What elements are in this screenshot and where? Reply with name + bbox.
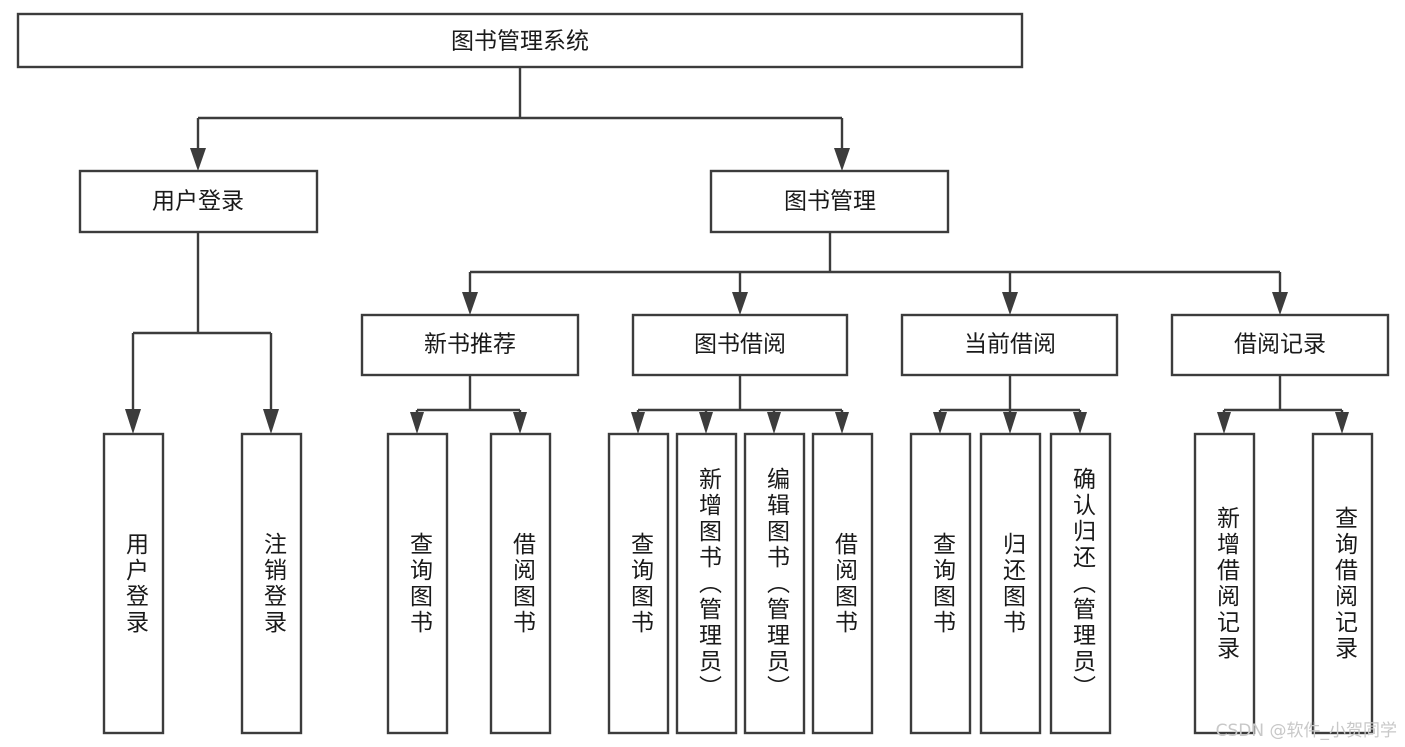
node-label-new-book-recommend: 新书推荐 [424, 332, 516, 358]
arrow-head-icon [767, 412, 781, 434]
node-leaf-edit-book[interactable]: 编辑图书（管理员） [743, 432, 806, 735]
arrow-head-icon [732, 292, 748, 315]
node-leaf-query-book[interactable]: 查询图书 [607, 432, 670, 735]
node-label-leaf-confirm-return: 确认归还（管理员） [1069, 467, 1097, 701]
connector-borrowrecord-to-leaves [1217, 375, 1349, 434]
arrow-head-icon [933, 412, 947, 434]
node-leaf-query-book-recommend[interactable]: 查询图书 [386, 432, 449, 735]
arrow-head-icon [125, 409, 141, 434]
node-leaf-add-book[interactable]: 新增图书（管理员） [675, 432, 738, 735]
node-new-book-recommend[interactable]: 新书推荐 [360, 313, 580, 377]
node-leaf-confirm-return[interactable]: 确认归还（管理员） [1049, 432, 1112, 735]
arrow-head-icon [699, 412, 713, 434]
node-root-system[interactable]: 图书管理系统 [16, 12, 1024, 69]
node-label-leaf-query-book-current: 查询图书 [929, 532, 957, 636]
arrow-head-icon [410, 412, 424, 434]
node-label-leaf-borrow-book: 借阅图书 [831, 532, 859, 636]
node-label-root: 图书管理系统 [451, 29, 589, 55]
node-label-user-login: 用户登录 [152, 189, 244, 215]
node-label-leaf-user-login: 用户登录 [122, 532, 150, 636]
connector-bookborrow-to-leaves [631, 375, 849, 434]
arrow-head-icon [631, 412, 645, 434]
node-label-leaf-query-book-recommend: 查询图书 [406, 532, 434, 636]
node-leaf-borrow-book-recommend[interactable]: 借阅图书 [489, 432, 552, 735]
connector-userlogin-to-leaves [125, 232, 279, 434]
arrow-head-icon [513, 412, 527, 434]
node-label-leaf-edit-book: 编辑图书（管理员） [763, 467, 791, 701]
node-label-leaf-logout: 注销登录 [260, 532, 288, 636]
node-leaf-return-book[interactable]: 归还图书 [979, 432, 1042, 735]
arrow-head-icon [462, 292, 478, 315]
arrow-head-icon [834, 148, 850, 171]
node-label-leaf-return-book: 归还图书 [999, 532, 1027, 636]
arrow-head-icon [1003, 412, 1017, 434]
node-borrow-record[interactable]: 借阅记录 [1170, 313, 1390, 377]
connector-newbook-to-leaves [410, 375, 527, 434]
node-label-leaf-add-borrow-record: 新增借阅记录 [1213, 506, 1241, 662]
connector-currentborrow-to-leaves [933, 375, 1087, 434]
node-leaf-logout[interactable]: 注销登录 [240, 432, 303, 735]
node-label-leaf-query-book: 查询图书 [627, 532, 655, 636]
connector-booksmgmt-to-level3 [462, 232, 1288, 315]
node-current-borrow[interactable]: 当前借阅 [900, 313, 1119, 377]
arrow-head-icon [1272, 292, 1288, 315]
node-label-current-borrow: 当前借阅 [964, 332, 1056, 358]
node-label-book-borrow: 图书借阅 [694, 332, 786, 358]
node-book-management[interactable]: 图书管理 [709, 169, 950, 234]
node-user-login[interactable]: 用户登录 [78, 169, 319, 234]
arrow-head-icon [263, 409, 279, 434]
connector-root-to-level2 [190, 67, 850, 171]
node-book-borrow[interactable]: 图书借阅 [631, 313, 849, 377]
node-leaf-borrow-book[interactable]: 借阅图书 [811, 432, 874, 735]
arrow-head-icon [1073, 412, 1087, 434]
arrow-head-icon [1335, 412, 1349, 434]
node-leaf-user-login[interactable]: 用户登录 [102, 432, 165, 735]
arrow-head-icon [1002, 292, 1018, 315]
arrow-head-icon [1217, 412, 1231, 434]
node-label-leaf-borrow-book-recommend: 借阅图书 [509, 532, 537, 636]
node-leaf-query-borrow-record[interactable]: 查询借阅记录 [1311, 432, 1374, 735]
node-leaf-query-book-current[interactable]: 查询图书 [909, 432, 972, 735]
node-label-book-management: 图书管理 [784, 189, 876, 215]
node-leaf-add-borrow-record[interactable]: 新增借阅记录 [1193, 432, 1256, 735]
arrow-head-icon [835, 412, 849, 434]
node-label-leaf-add-book: 新增图书（管理员） [695, 467, 723, 701]
node-label-borrow-record: 借阅记录 [1234, 332, 1326, 358]
arrow-head-icon [190, 148, 206, 171]
node-label-leaf-query-borrow-record: 查询借阅记录 [1331, 506, 1359, 662]
